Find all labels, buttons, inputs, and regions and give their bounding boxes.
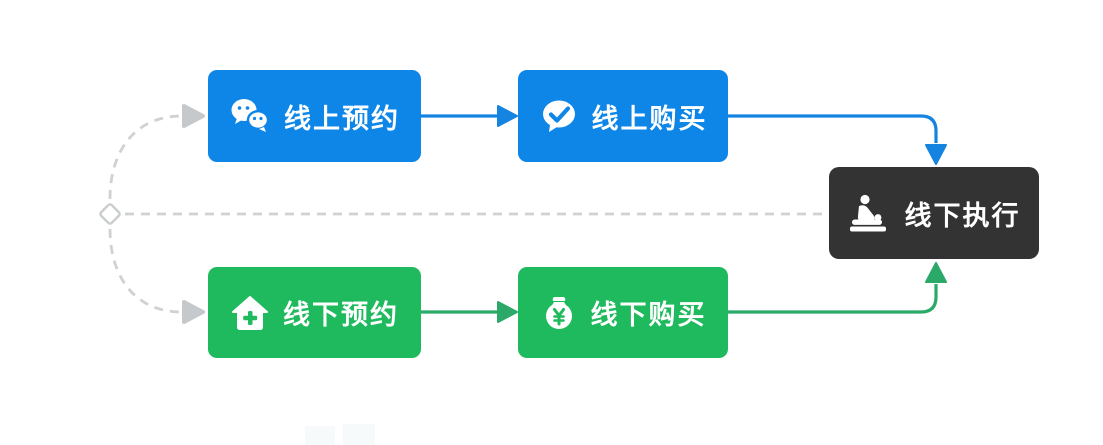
node-label: 线下执行 (904, 200, 1021, 231)
node-label: 线上购买 (591, 103, 708, 134)
wechat-icon (229, 97, 271, 135)
dashed-curve-bottom (108, 228, 183, 314)
node-label: 线下预约 (283, 300, 399, 330)
node-label: 线上预约 (284, 103, 400, 134)
massage-icon (848, 193, 892, 233)
node-online-booking: 线上预约 (208, 70, 421, 162)
node-offline-execution: 线下执行 (829, 167, 1039, 259)
watermark-remnant (343, 424, 375, 445)
node-online-purchase: 线上购买 (518, 70, 728, 162)
node-offline-purchase: 线下购买 (518, 267, 728, 358)
watermark-remnant (305, 426, 335, 445)
green-arrowhead-mid (497, 301, 518, 323)
chat-check-icon (539, 98, 579, 134)
arrow-online-purchase-to-execution (728, 114, 938, 143)
gray-arrowhead-bottom (182, 300, 205, 324)
blue-arrowhead-down (925, 144, 947, 165)
dashed-curve-top (108, 114, 183, 200)
node-label: 线下购买 (590, 300, 707, 330)
house-plus-icon (230, 294, 270, 332)
money-bag-icon (540, 293, 578, 333)
gray-arrowhead-top (182, 104, 205, 128)
node-offline-booking: 线下预约 (208, 267, 421, 358)
start-diamond (99, 203, 121, 225)
arrow-offline-purchase-to-execution (728, 284, 938, 314)
blue-arrowhead-mid (497, 105, 518, 127)
green-arrowhead-up (925, 262, 947, 283)
